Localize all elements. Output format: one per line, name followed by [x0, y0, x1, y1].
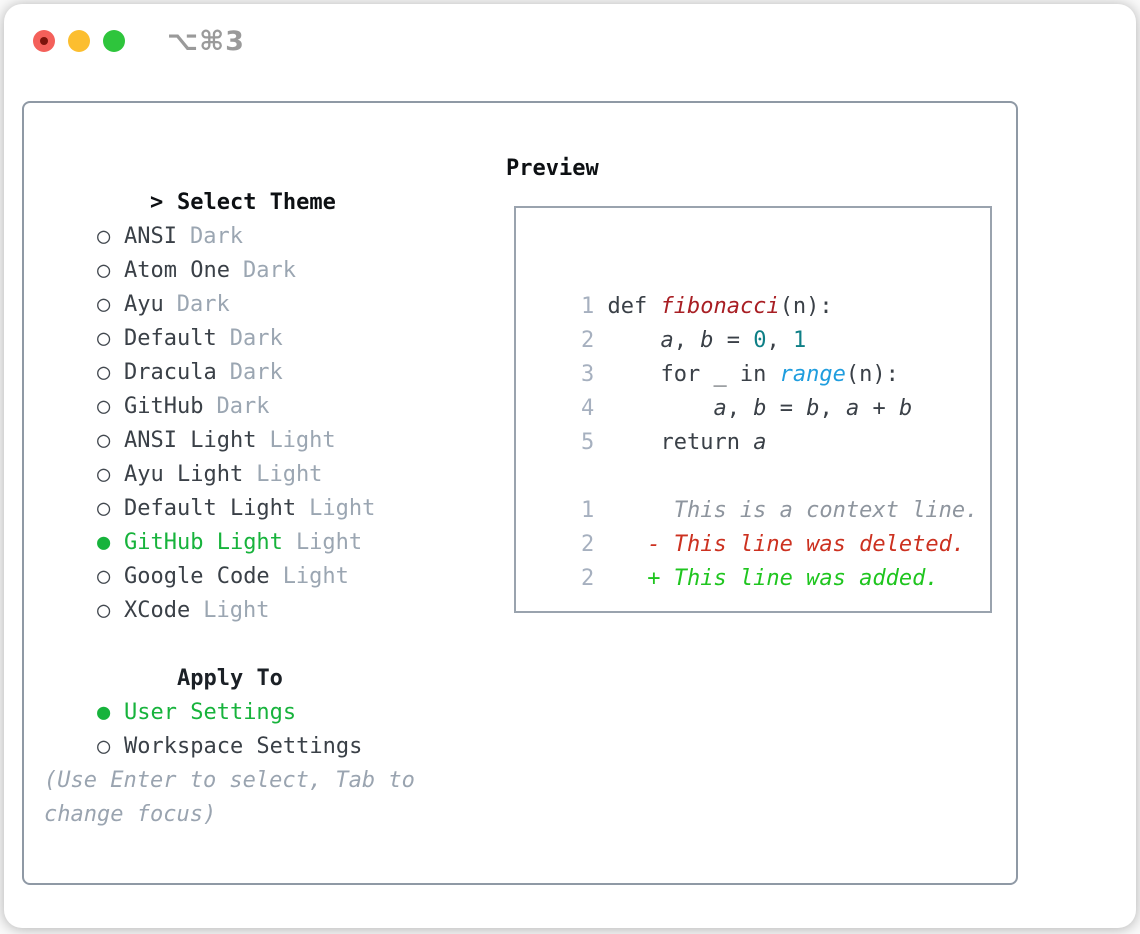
option-label: GitHub [123, 394, 204, 419]
line-number: 5 [580, 430, 608, 455]
theme-option-atom-one[interactable]: ○ Atom One Dark [44, 220, 489, 283]
apply-to-list: ● User Settings ○ Workspace Settings [44, 662, 489, 759]
titlebar: ⌥⌘3 [33, 26, 245, 57]
code-line: 5 return a [580, 430, 767, 455]
code-line: 2 - This line was deleted. [580, 532, 966, 557]
radio-icon: ○ [96, 360, 111, 385]
option-tag: Dark [242, 258, 296, 283]
option-label: Default [123, 326, 217, 351]
option-tag: Dark [189, 224, 243, 249]
code-line: 1 def fibonacci(n): [580, 294, 833, 319]
code-line: 1 This is a context line. [580, 498, 979, 523]
theme-option-ayu-light[interactable]: ○ Ayu Light Light [44, 424, 489, 487]
option-tag: Light [309, 496, 376, 521]
close-window-button[interactable] [33, 30, 55, 52]
line-number: 1 [580, 498, 608, 523]
radio-icon: ● [96, 700, 111, 725]
minimize-window-button[interactable] [68, 30, 90, 52]
theme-option-github-light[interactable]: ● GitHub Light Light [44, 492, 489, 555]
option-label: GitHub Light [123, 530, 283, 555]
radio-icon: ○ [96, 598, 111, 623]
option-label: Atom One [123, 258, 230, 283]
radio-icon: ● [96, 530, 111, 555]
option-label: Ayu [123, 292, 164, 317]
apply-to-header-label: Apply To [176, 666, 283, 691]
option-tag: Light [282, 564, 349, 589]
radio-icon: ○ [96, 734, 111, 759]
code-line: 2 a, b = 0, 1 [580, 328, 807, 353]
code-preview-box: 1 def fibonacci(n): 2 a, b = 0, 1 3 for … [514, 206, 992, 613]
radio-icon: ○ [96, 496, 111, 521]
radio-icon: ○ [96, 326, 111, 351]
theme-option-github[interactable]: ○ GitHub Dark [44, 356, 489, 419]
keyboard-hint: (Use Enter to select, Tab to change focu… [44, 768, 415, 827]
option-tag: Dark [229, 326, 283, 351]
radio-icon: ○ [96, 394, 111, 419]
option-label: ANSI [123, 224, 177, 249]
option-tag: Light [269, 428, 336, 453]
line-number: 1 [580, 294, 608, 319]
theme-option-default[interactable]: ○ Default Dark [44, 288, 489, 351]
code-line: 3 for _ in range(n): [580, 362, 899, 387]
radio-icon: ○ [96, 462, 111, 487]
theme-option-ansi-light[interactable]: ○ ANSI Light Light [44, 390, 489, 453]
code-line: 2 + This line was added. [580, 566, 939, 591]
option-tag: Light [203, 598, 270, 623]
option-tag: Light [295, 530, 363, 555]
theme-option-default-light[interactable]: ○ Default Light Light [44, 458, 489, 521]
radio-icon: ○ [96, 564, 111, 589]
radio-icon: ○ [96, 224, 111, 249]
option-tag: Dark [176, 292, 230, 317]
line-number: 2 [580, 328, 608, 353]
option-label: Dracula [123, 360, 217, 385]
option-label: Workspace Settings [123, 734, 363, 759]
select-theme-header: > Select Theme [44, 152, 489, 215]
line-number: 4 [580, 396, 608, 421]
preview-header-label: Preview [506, 156, 599, 181]
radio-icon: ○ [96, 428, 111, 453]
line-number: 2 [580, 566, 608, 591]
line-number: 3 [580, 362, 608, 387]
option-label: ANSI Light [123, 428, 257, 453]
theme-option-ansi[interactable]: ○ ANSI Dark [44, 186, 489, 249]
apply-option-user-settings[interactable]: ● User Settings [44, 662, 489, 725]
focus-arrow-icon: > [149, 190, 164, 215]
theme-option-dracula[interactable]: ○ Dracula Dark [44, 322, 489, 385]
maximize-window-button[interactable] [103, 30, 125, 52]
option-label: XCode [123, 598, 191, 623]
theme-option-google-code[interactable]: ○ Google Code Light [44, 526, 489, 589]
select-theme-header-label: Select Theme [176, 190, 336, 215]
apply-option-workspace-settings[interactable]: ○ Workspace Settings [44, 696, 489, 759]
code-line: 4 a, b = b, a + b [580, 396, 913, 421]
option-tag: Light [256, 462, 323, 487]
radio-icon: ○ [96, 258, 111, 283]
apply-to-header: Apply To [44, 628, 489, 691]
radio-icon: ○ [96, 292, 111, 317]
theme-option-ayu[interactable]: ○ Ayu Dark [44, 254, 489, 317]
option-tag: Dark [216, 394, 270, 419]
option-label: Default Light [123, 496, 297, 521]
line-number: 2 [580, 532, 608, 557]
option-label: Google Code [123, 564, 270, 589]
option-tag: Dark [229, 360, 283, 385]
option-label: Ayu Light [123, 462, 244, 487]
window-title: ⌥⌘3 [167, 25, 245, 57]
theme-option-xcode[interactable]: ○ XCode Light [44, 560, 489, 623]
option-label: User Settings [123, 700, 297, 725]
